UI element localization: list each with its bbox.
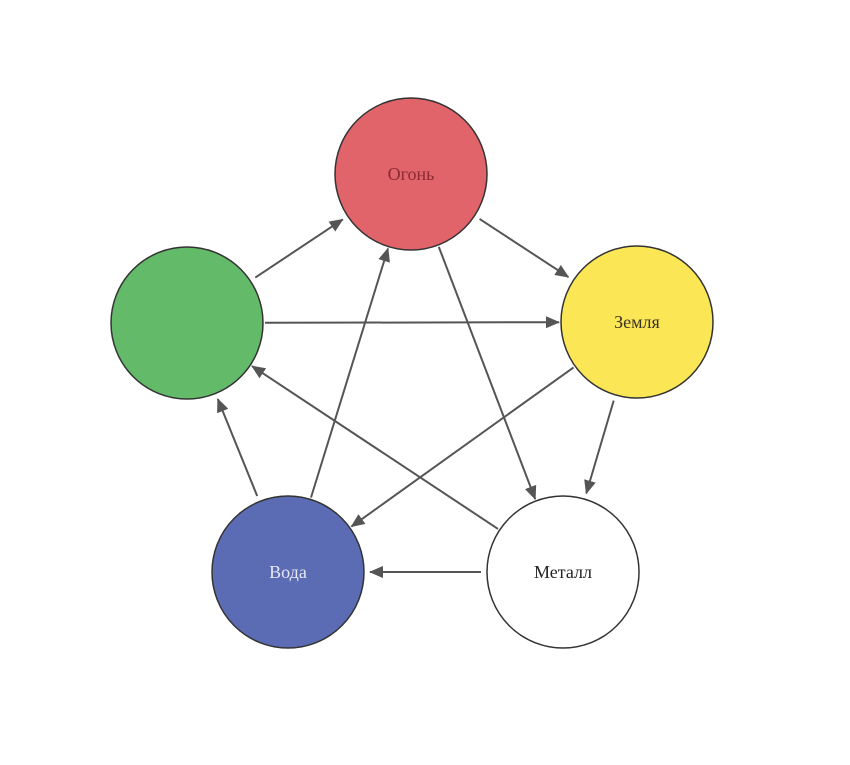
controlling-arrow-earth-to-water [350, 366, 575, 528]
arrows-layer [216, 218, 615, 578]
generating-arrow-water-to-wood [216, 398, 259, 497]
node-fire: Огонь [334, 97, 488, 251]
fire-label: Огонь [388, 164, 435, 184]
node-earth: Земля [560, 245, 714, 399]
node-water: Вода [211, 495, 365, 649]
fire-circle [334, 97, 488, 251]
controlling-arrow-water-to-fire [310, 247, 390, 498]
water-circle [211, 495, 365, 649]
wood-circle [110, 246, 264, 400]
generating-arrow-wood-to-fire [254, 218, 344, 279]
controlling-arrow-metal-to-wood [251, 365, 499, 530]
metal-label: Металл [534, 562, 592, 582]
generating-arrow-fire-to-earth [479, 218, 570, 278]
node-metal: Металл [486, 495, 640, 649]
earth-label: Земля [614, 312, 660, 332]
controlling-arrow-wood-to-earth [264, 316, 560, 329]
node-wood [110, 246, 264, 400]
water-label: Вода [269, 562, 307, 582]
metal-circle [486, 495, 640, 649]
controlling-arrow-fire-to-metal [437, 246, 537, 501]
generating-arrow-earth-to-metal [584, 400, 615, 495]
earth-circle [560, 245, 714, 399]
